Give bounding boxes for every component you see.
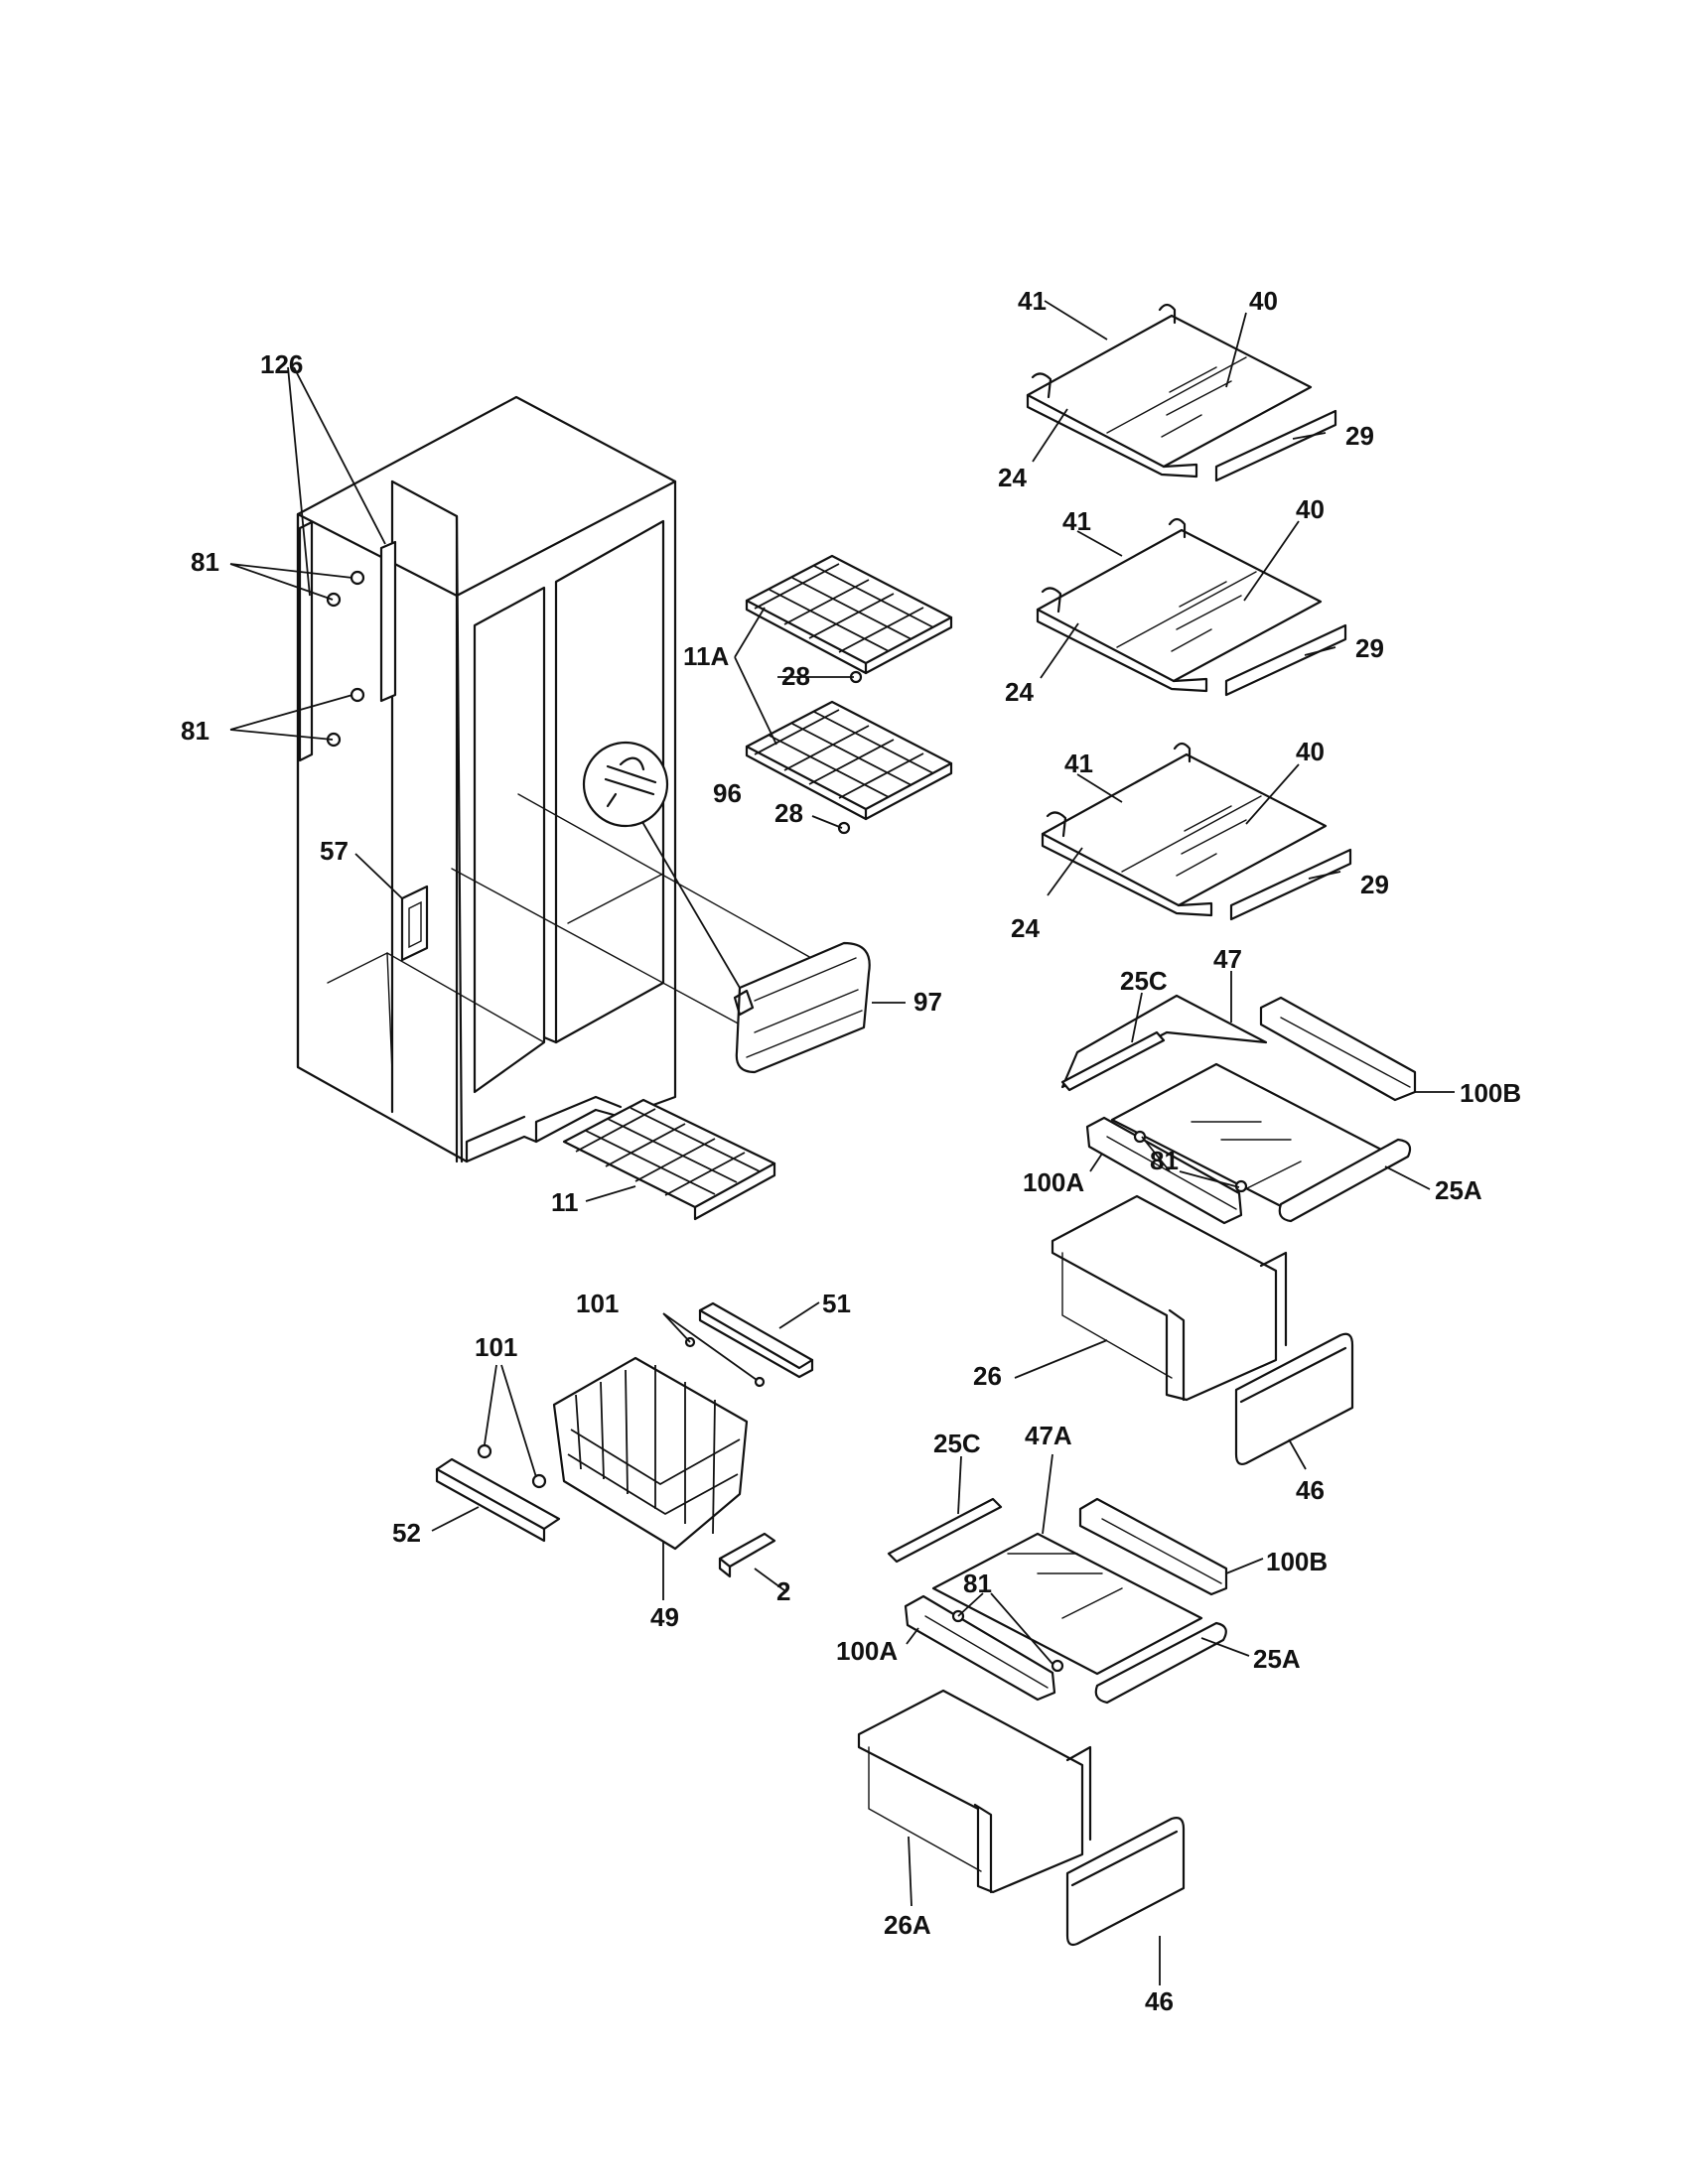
label-11a: 11A (683, 641, 729, 671)
label-29: 29 (1345, 421, 1374, 451)
label-100b: 100B (1460, 1078, 1521, 1108)
label-100a: 100A (1023, 1167, 1084, 1197)
label-24: 24 (1011, 913, 1040, 943)
drawer-front-46-lower (1065, 1817, 1186, 1947)
label-24: 24 (998, 463, 1027, 492)
glass-shelf-1 (1026, 303, 1337, 482)
part-96-light-socket (582, 741, 741, 989)
crisper-drawer-26 (1051, 1194, 1288, 1402)
label-26: 26 (973, 1361, 1002, 1391)
label-28: 28 (774, 798, 803, 828)
label-41: 41 (1064, 749, 1093, 778)
wire-shelf-11a-upper (745, 554, 953, 675)
label-100a: 100A (836, 1636, 898, 1666)
label-81: 81 (1150, 1146, 1179, 1175)
part-28-pins (837, 670, 863, 835)
label-81: 81 (963, 1569, 992, 1598)
label-46: 46 (1296, 1475, 1325, 1505)
label-25c: 25C (933, 1429, 981, 1458)
drawer-front-46-upper (1234, 1332, 1354, 1466)
part-97-light-housing (733, 941, 871, 1074)
label-2: 2 (776, 1576, 790, 1606)
label-57: 57 (320, 836, 349, 866)
label-52: 52 (392, 1518, 421, 1548)
assembly-line-97b (451, 868, 756, 1033)
label-126: 126 (260, 349, 303, 379)
label-101: 101 (576, 1289, 619, 1318)
label-81: 81 (181, 716, 210, 746)
label-49: 49 (650, 1602, 679, 1632)
label-25a: 25A (1253, 1644, 1301, 1674)
wire-basket-49 (552, 1356, 749, 1551)
glass-shelf-2 (1036, 517, 1347, 697)
label-24: 24 (1005, 677, 1034, 707)
label-11: 11 (551, 1187, 579, 1217)
label-81: 81 (191, 547, 219, 577)
label-96: 96 (713, 778, 742, 808)
label-41: 41 (1018, 286, 1047, 316)
label-40: 40 (1296, 494, 1325, 524)
label-26a: 26A (884, 1910, 931, 1940)
label-46: 46 (1145, 1986, 1174, 2016)
label-29: 29 (1355, 633, 1384, 663)
label-100b: 100B (1266, 1547, 1328, 1576)
label-25c: 25C (1120, 966, 1168, 996)
label-29: 29 (1360, 870, 1389, 899)
label-41: 41 (1062, 506, 1091, 536)
label-40: 40 (1249, 286, 1278, 316)
label-47: 47 (1213, 944, 1242, 974)
rail-51 (698, 1301, 814, 1379)
wire-shelf-11a-lower (745, 700, 953, 821)
light-switch (400, 885, 429, 962)
callout-labels: 126 81 81 57 11A 28 28 96 97 11 41 40 29… (181, 286, 1521, 2016)
label-40: 40 (1296, 737, 1325, 766)
label-47a: 47A (1025, 1421, 1072, 1450)
label-97: 97 (913, 987, 942, 1017)
label-28: 28 (781, 661, 810, 691)
label-51: 51 (822, 1289, 851, 1318)
leader-lines (229, 300, 1455, 1985)
crisper-cover-47a (887, 1497, 1228, 1705)
crisper-drawer-26a (857, 1689, 1092, 1894)
crisper-cover-47 (1060, 994, 1417, 1225)
wire-shelf-11 (562, 1098, 776, 1221)
glass-shelf-3 (1041, 742, 1352, 921)
part-2-bracket (718, 1532, 776, 1578)
label-25a: 25A (1435, 1175, 1482, 1205)
label-101: 101 (475, 1332, 517, 1362)
rail-52 (435, 1457, 561, 1543)
assembly-line-97 (517, 793, 830, 969)
